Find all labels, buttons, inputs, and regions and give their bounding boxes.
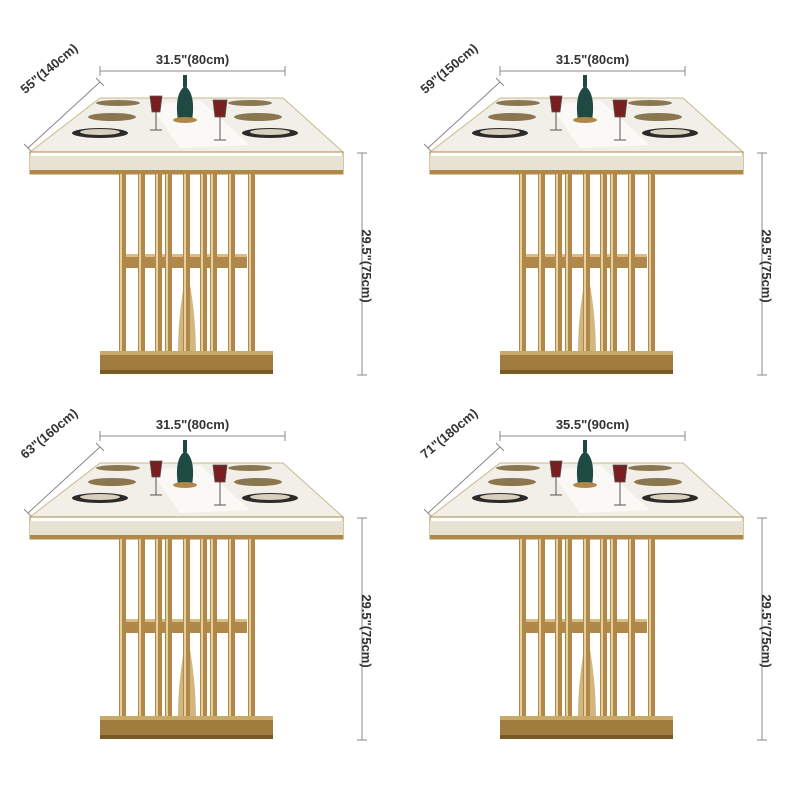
table-base bbox=[500, 539, 673, 739]
dimension-lines bbox=[423, 66, 767, 376]
table-base bbox=[100, 539, 273, 739]
wine-glasses bbox=[149, 95, 228, 141]
dimension-lines bbox=[23, 66, 367, 376]
place-settings bbox=[72, 465, 298, 503]
height-label: 29.5"(75cm) bbox=[759, 229, 774, 303]
wine-bottle bbox=[173, 75, 197, 123]
table-panel-3: 31.5"(80cm) 63"(160cm) 29.5"(75cm) bbox=[0, 365, 400, 765]
table-panel-1: 31.5"(80cm) 55"(140cm) 29.5"(75cm) bbox=[0, 0, 400, 400]
table-top bbox=[428, 97, 745, 175]
wine-bottle bbox=[173, 440, 197, 488]
wine-bottle bbox=[573, 75, 597, 123]
table-panel-4: 35.5"(90cm) 71"(180cm) 29.5"(75cm) bbox=[400, 365, 800, 765]
wine-glasses bbox=[549, 95, 628, 141]
dining-table-illustration bbox=[423, 431, 767, 741]
width-label: 35.5"(90cm) bbox=[555, 417, 630, 432]
dimension-lines bbox=[423, 431, 767, 741]
dimension-lines bbox=[23, 431, 367, 741]
table-top bbox=[28, 462, 345, 540]
height-label: 29.5"(75cm) bbox=[759, 594, 774, 668]
place-settings bbox=[472, 100, 698, 138]
wine-glasses bbox=[549, 460, 628, 506]
place-settings bbox=[72, 100, 298, 138]
dining-table-illustration bbox=[23, 431, 367, 741]
width-label: 31.5"(80cm) bbox=[555, 52, 630, 67]
wine-glasses bbox=[149, 460, 228, 506]
width-label: 31.5"(80cm) bbox=[155, 417, 230, 432]
table-panel-2: 31.5"(80cm) 59"(150cm) 29.5"(75cm) bbox=[400, 0, 800, 400]
table-base bbox=[500, 174, 673, 374]
table-top bbox=[28, 97, 345, 175]
wine-bottle bbox=[573, 440, 597, 488]
dining-table-illustration bbox=[23, 66, 367, 376]
place-settings bbox=[472, 465, 698, 503]
dining-table-illustration bbox=[423, 66, 767, 376]
table-top bbox=[428, 462, 745, 540]
table-base bbox=[100, 174, 273, 374]
width-label: 31.5"(80cm) bbox=[155, 52, 230, 67]
height-label: 29.5"(75cm) bbox=[359, 229, 374, 303]
height-label: 29.5"(75cm) bbox=[359, 594, 374, 668]
